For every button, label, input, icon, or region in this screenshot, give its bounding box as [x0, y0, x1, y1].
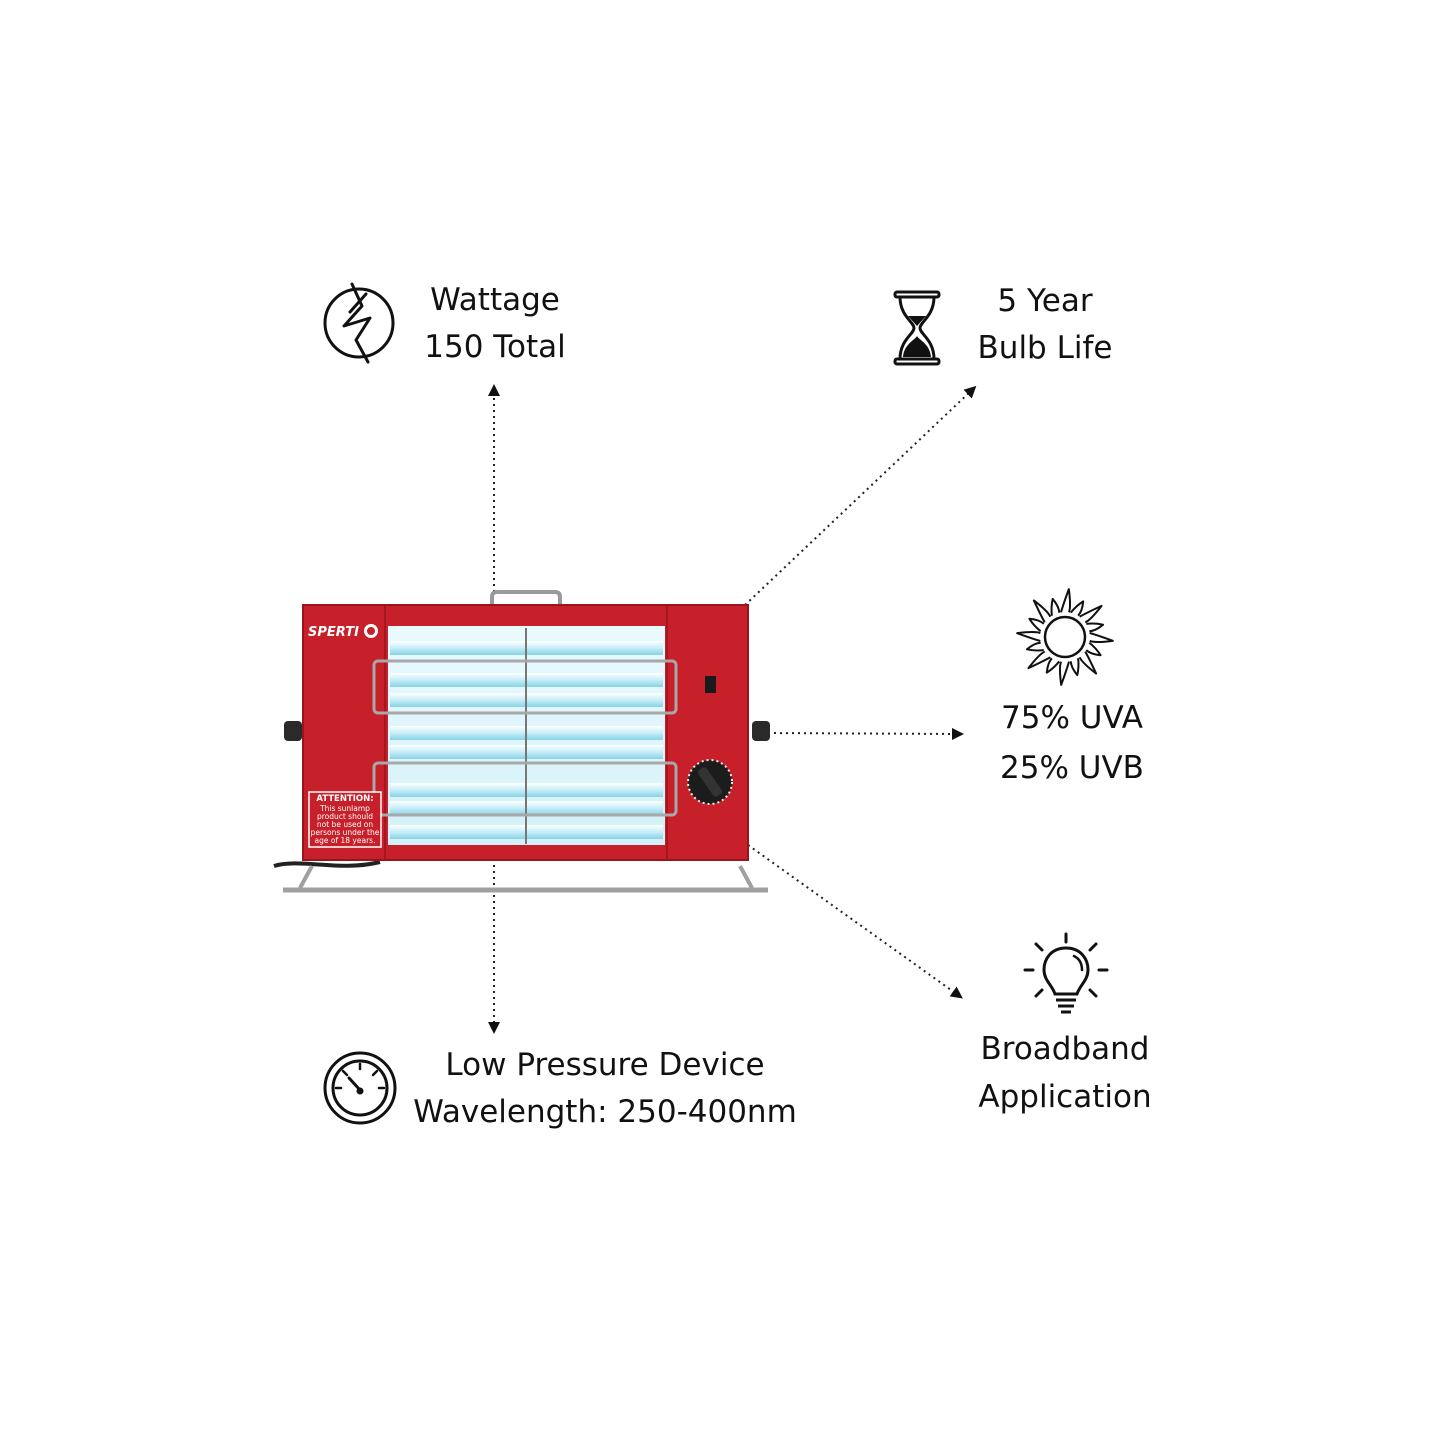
- wattage-value: 150 Total: [424, 328, 566, 365]
- sun-ray: [1016, 630, 1041, 642]
- pressure-label: Low Pressure Device Wavelength: 250-400n…: [410, 1042, 800, 1135]
- sun-ray: [1079, 604, 1103, 624]
- sun-icon: [1016, 588, 1114, 686]
- wavelength-value: Wavelength: 250-400nm: [413, 1093, 797, 1130]
- sun-ray: [1045, 657, 1061, 674]
- sun-ray: [1078, 651, 1098, 675]
- sun-ray: [1069, 658, 1080, 677]
- sun-ray: [1028, 617, 1045, 633]
- warning-line: This sunlamp: [319, 804, 370, 813]
- bulb-life-value: Bulb Life: [977, 329, 1113, 366]
- warning-line: not be used on: [317, 820, 373, 829]
- light-bulb-icon: [1023, 932, 1109, 1014]
- hourglass-icon: [893, 290, 941, 366]
- sun-ray: [1025, 641, 1044, 652]
- warning-line: persons under the: [311, 828, 380, 837]
- sun-ray: [1058, 661, 1070, 686]
- sun-ray: [1086, 622, 1105, 633]
- lightning-bolt-icon: [323, 282, 395, 364]
- left-knob: [284, 721, 302, 741]
- sun-ray: [1089, 632, 1114, 644]
- warning-title: ATTENTION:: [316, 794, 373, 804]
- warning-line: product should: [317, 812, 373, 821]
- pressure-title: Low Pressure Device: [445, 1047, 765, 1083]
- bulb-life-label: 5 Year Bulb Life: [955, 278, 1135, 371]
- leader-line-bulb-life: [744, 385, 977, 606]
- sun-ray: [1032, 599, 1052, 623]
- sun-ray: [1069, 600, 1085, 617]
- warning-label: [308, 791, 382, 848]
- sun-ray: [1085, 641, 1102, 657]
- application-title: Broadband: [980, 1031, 1150, 1067]
- application-label: Broadband Application: [950, 1025, 1180, 1121]
- uva-value: 75% UVA: [1001, 700, 1143, 736]
- brand-logo: SPERTI: [308, 625, 359, 640]
- sun-ray: [1050, 597, 1061, 616]
- power-switch: [705, 676, 716, 693]
- sun-ray: [1060, 588, 1072, 613]
- wattage-label: Wattage 150 Total: [405, 277, 585, 370]
- leader-line-uv-ratio: [767, 727, 964, 740]
- uvb-value: 25% UVB: [1000, 749, 1144, 786]
- application-value: Application: [978, 1079, 1152, 1116]
- sun-ray: [1027, 650, 1051, 670]
- warning-line: age of 18 years.: [315, 836, 376, 845]
- wattage-title: Wattage: [430, 282, 560, 318]
- pressure-gauge-icon: [323, 1051, 397, 1125]
- right-knob: [752, 721, 770, 741]
- uv-ratio-label: 75% UVA 25% UVB: [972, 694, 1172, 793]
- leader-line-application: [747, 844, 963, 999]
- bulb-life-title: 5 Year: [997, 283, 1093, 319]
